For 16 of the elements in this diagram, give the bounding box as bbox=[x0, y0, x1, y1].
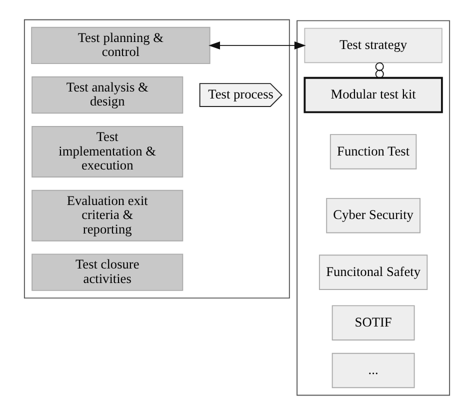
connector bbox=[375, 62, 384, 78]
cluster bbox=[296, 20, 450, 396]
node-box: Test closure activities bbox=[32, 254, 184, 291]
node-box: ... bbox=[332, 352, 415, 388]
node-box: Test planning & control bbox=[31, 26, 210, 64]
node-box: Test implementation & execution bbox=[32, 126, 184, 178]
arrow bbox=[208, 41, 306, 50]
node-box: Funcitonal Safety bbox=[318, 254, 428, 290]
node-box: Test analysis & design bbox=[32, 76, 184, 114]
node-box: Test strategy bbox=[304, 28, 442, 64]
node-box: Cyber Security bbox=[326, 198, 420, 234]
node-box: SOTIF bbox=[332, 305, 415, 340]
node-box: Modular test kit bbox=[304, 76, 443, 114]
cluster bbox=[24, 19, 290, 299]
node-box: Evaluation exit criteria & reporting bbox=[32, 190, 184, 242]
node-box: Function Test bbox=[330, 134, 417, 170]
